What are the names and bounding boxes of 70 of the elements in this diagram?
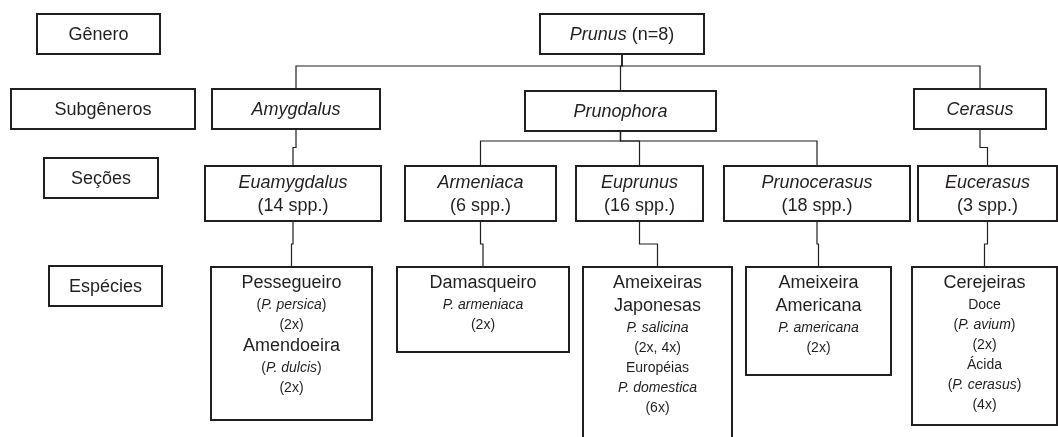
connector-line <box>621 54 981 89</box>
taxon-name: Amendoeira <box>242 334 341 357</box>
taxon-name: Ameixeiras Japonesas <box>612 271 703 317</box>
species-box <box>396 266 570 353</box>
taxon-name: Eucerasus <box>944 170 1030 194</box>
taxon-box <box>204 165 382 222</box>
taxon-name: Euprunus <box>600 170 679 194</box>
rank-box <box>10 88 196 130</box>
taxon-detail: P. armeniaca <box>442 295 524 314</box>
taxon-detail: Doce <box>968 295 1001 314</box>
taxon-detail: (2x) <box>972 335 997 354</box>
taxon-name: (3 spp.) <box>957 193 1018 217</box>
taxon-name: Armeniaca <box>437 170 524 194</box>
taxon-detail: (P. dulcis) <box>261 358 322 377</box>
taxon-name: (14 spp.) <box>257 193 329 217</box>
taxon-name: Cerejeiras <box>943 271 1026 294</box>
taxon-detail: (2x) <box>470 315 496 334</box>
taxon-detail: (2x) <box>279 315 304 334</box>
rank-box <box>43 157 159 199</box>
taxon-box <box>211 88 381 130</box>
taxon-name: Seções <box>70 166 131 190</box>
rank-box <box>36 13 161 55</box>
taxon-name: Prunocerasus <box>761 170 873 194</box>
connector-line <box>292 129 297 166</box>
taxon-box <box>524 90 717 132</box>
taxon-detail: (P. persica) <box>256 295 327 314</box>
taxon-box <box>404 165 557 222</box>
species-box <box>911 266 1058 426</box>
connector-line <box>979 129 989 166</box>
taxon-detail: (P. cerasus) <box>947 375 1022 394</box>
taxon-box <box>723 165 911 222</box>
connector-line <box>983 221 989 267</box>
taxon-detail: Européias <box>625 358 689 377</box>
taxon-name: Espécies <box>68 274 142 298</box>
taxon-box <box>539 13 705 55</box>
taxon-name: (16 spp.) <box>603 193 675 217</box>
taxon-name: (18 spp.) <box>781 193 853 217</box>
connector-line <box>619 131 818 166</box>
taxon-name: Amygdalus <box>251 97 341 121</box>
taxon-box <box>913 88 1047 130</box>
connector-line <box>290 221 294 267</box>
taxon-detail: P. salicina <box>626 318 689 337</box>
connector-line <box>638 221 659 267</box>
taxon-box <box>575 165 704 222</box>
species-box <box>582 266 733 437</box>
taxon-name: Prunophora <box>573 99 668 123</box>
taxon-detail: (2x, 4x) <box>634 338 681 357</box>
taxon-detail: (4x) <box>972 395 997 414</box>
taxon-detail: P. americana <box>778 318 859 337</box>
connector-line <box>816 221 820 267</box>
taxon-detail: (2x) <box>806 338 831 357</box>
connector-line <box>479 221 484 267</box>
taxon-name: Euamygdalus <box>238 170 348 194</box>
taxon-detail: (P. avium) <box>953 315 1016 334</box>
taxon-detail: Ácida <box>967 355 1002 374</box>
taxon-name: Prunus (n=8) <box>569 22 675 46</box>
taxon-detail: (6x) <box>645 398 670 417</box>
species-box <box>210 266 373 421</box>
taxon-detail: P. domestica <box>617 378 698 397</box>
taxon-name: Subgêneros <box>54 97 152 121</box>
taxon-detail: (2x) <box>279 378 304 397</box>
taxon-name: Ameixeira Americana <box>774 271 863 317</box>
taxon-box <box>917 165 1058 222</box>
rank-box <box>48 265 163 307</box>
taxon-name: Pessegueiro <box>241 271 342 294</box>
taxon-name: Damasqueiro <box>429 271 537 294</box>
taxon-name: Cerasus <box>946 97 1014 121</box>
species-box <box>745 266 892 376</box>
taxon-name: (6 spp.) <box>450 193 511 217</box>
taxon-name: Gênero <box>68 22 129 46</box>
